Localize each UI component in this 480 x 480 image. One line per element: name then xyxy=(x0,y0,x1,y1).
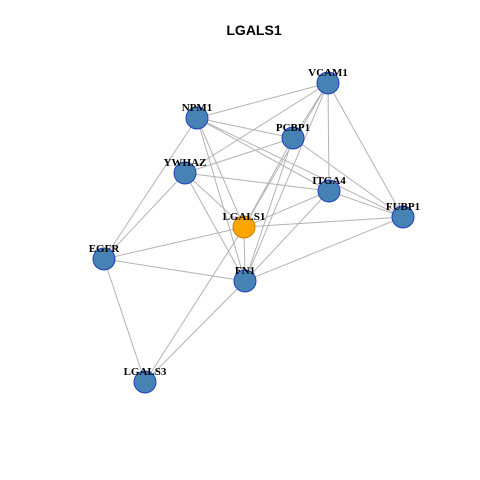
node-npm1 xyxy=(185,106,209,130)
node-label-egfr: EGFR xyxy=(89,243,121,255)
edge-pcbp1-fn1 xyxy=(244,137,294,282)
edge-pcbp1-fubp1 xyxy=(292,137,404,218)
node-vcam1 xyxy=(316,71,340,95)
edge-pcbp1-lgals1 xyxy=(243,137,294,228)
edge-vcam1-lgals1 xyxy=(243,82,329,228)
edge-itga4-fn1 xyxy=(244,190,330,282)
edge-egfr-fn1 xyxy=(103,258,246,282)
node-label-fubp1: FUBP1 xyxy=(386,201,420,213)
edge-ywhaz-lgals1 xyxy=(184,172,245,228)
edge-npm1-fn1 xyxy=(196,117,246,282)
node-pcbp1 xyxy=(281,126,305,150)
node-ywhaz xyxy=(173,161,197,185)
edge-fubp1-fn1 xyxy=(244,216,404,282)
node-label-npm1: NPM1 xyxy=(182,102,213,114)
node-label-ywhaz: YWHAZ xyxy=(164,157,207,169)
edge-layer xyxy=(103,82,404,383)
node-label-vcam1: VCAM1 xyxy=(308,67,348,79)
edge-ywhaz-fn1 xyxy=(184,172,246,282)
node-label-lgals1: LGALS1 xyxy=(223,211,266,223)
edge-npm1-egfr xyxy=(103,117,198,260)
edge-fubp1-lgals1 xyxy=(243,216,404,228)
node-lgals1 xyxy=(232,215,256,239)
edge-itga4-fubp1 xyxy=(328,190,404,218)
node-lgals3 xyxy=(133,370,157,394)
node-layer xyxy=(92,71,415,394)
edge-itga4-lgals1 xyxy=(243,190,330,228)
edge-vcam1-fn1 xyxy=(244,82,329,282)
node-egfr xyxy=(92,247,116,271)
node-label-fn1: FN1 xyxy=(235,265,255,277)
edge-ywhaz-egfr xyxy=(103,172,186,260)
edge-npm1-itga4 xyxy=(196,117,330,192)
node-label-lgals3: LGALS3 xyxy=(124,366,167,378)
edge-egfr-lgals3 xyxy=(103,258,146,383)
edge-pcbp1-ywhaz xyxy=(184,137,294,174)
edge-npm1-lgals1 xyxy=(196,117,245,228)
edge-fn1-lgals3 xyxy=(144,280,246,383)
edge-vcam1-fubp1 xyxy=(327,82,404,218)
edge-npm1-fubp1 xyxy=(196,117,404,218)
node-label-pcbp1: PCBP1 xyxy=(276,122,310,134)
edge-vcam1-npm1 xyxy=(196,82,329,119)
edge-ywhaz-itga4 xyxy=(184,172,330,192)
edge-npm1-pcbp1 xyxy=(196,117,294,139)
node-label-itga4: ITGA4 xyxy=(312,175,346,187)
node-itga4 xyxy=(317,179,341,203)
node-fn1 xyxy=(233,269,257,293)
edge-lgals1-lgals3 xyxy=(144,226,245,383)
node-fubp1 xyxy=(391,205,415,229)
graph-title: LGALS1 xyxy=(226,22,281,38)
edge-lgals1-egfr xyxy=(103,226,245,260)
edge-vcam1-itga4 xyxy=(327,82,330,192)
